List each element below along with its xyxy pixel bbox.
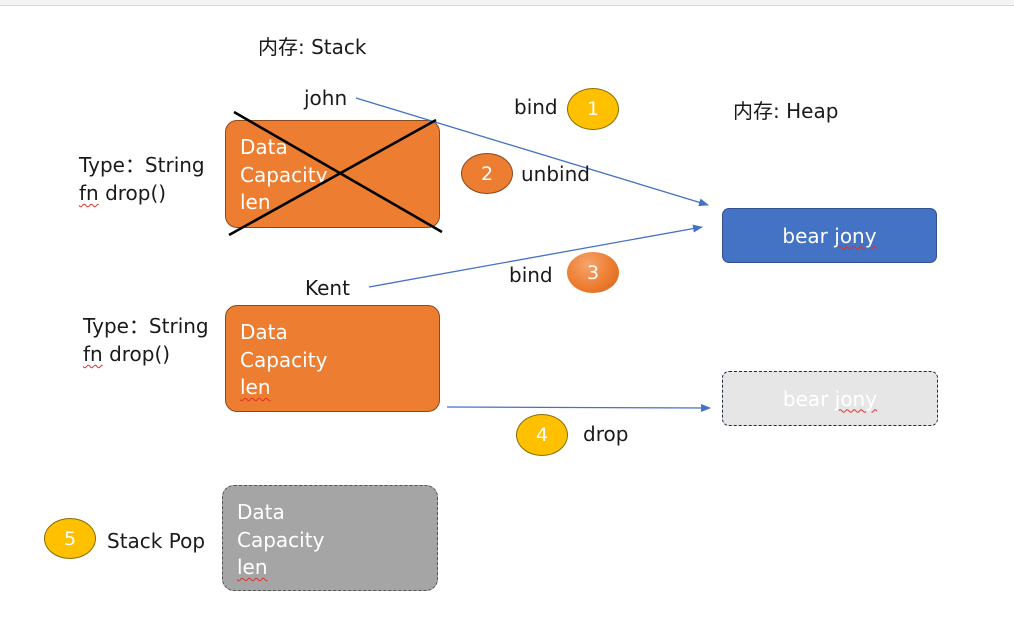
fn-keyword: fn (79, 181, 99, 205)
fn-keyword: fn (83, 342, 103, 366)
cross-line-1 (233, 110, 443, 234)
step-3-badge: 3 (567, 252, 619, 293)
step-1-badge: 1 (567, 88, 619, 130)
field-len: len (240, 375, 271, 399)
heap-value-word2: jony (834, 223, 877, 248)
step-1-label: bind (514, 95, 558, 119)
var-kent: Kent (305, 276, 350, 300)
type-label-kent: Type：String (83, 314, 209, 338)
stack-title: 内存: Stack (258, 35, 367, 59)
window-top-edge (0, 0, 1014, 6)
step-4-badge: 4 (516, 414, 568, 456)
step-5-label: Stack Pop (107, 529, 206, 553)
stack-box-kent: Data Capacity len (225, 305, 440, 412)
cross-line-2 (228, 118, 437, 237)
fn-name: drop() (102, 342, 171, 366)
stack-box-popped: Data Capacity len (222, 485, 438, 591)
field-capacity: Capacity (240, 347, 328, 372)
heap-value-word1: bear (782, 386, 829, 411)
step-5-badge: 5 (44, 518, 96, 559)
field-capacity: Capacity (237, 527, 325, 552)
fn-name: drop() (98, 181, 167, 205)
step-2-badge: 2 (461, 153, 513, 194)
arrow-kent-to-heap (368, 224, 703, 288)
field-data: Data (240, 320, 288, 344)
step-4-label: drop (583, 422, 629, 446)
var-john: john (304, 86, 348, 110)
heap-box-dropped: bear jony (722, 371, 938, 426)
step-2-label: unbind (521, 162, 590, 186)
heap-value-word1: bear (782, 223, 828, 248)
fn-drop-label-john: fn drop() (79, 183, 166, 203)
field-len: len (237, 555, 268, 579)
heap-title: 内存: Heap (733, 99, 839, 123)
field-data: Data (237, 500, 285, 524)
arrow-drop (446, 403, 711, 412)
type-label-john: Type：String (79, 153, 205, 177)
step-3-label: bind (509, 263, 553, 287)
field-len: len (240, 190, 271, 214)
arrow-john-to-heap (355, 97, 709, 207)
heap-box-live: bear jony (722, 208, 937, 263)
field-capacity: Capacity (240, 162, 328, 187)
fn-drop-label-kent: fn drop() (83, 344, 170, 364)
heap-value-word2: jony (834, 386, 878, 411)
